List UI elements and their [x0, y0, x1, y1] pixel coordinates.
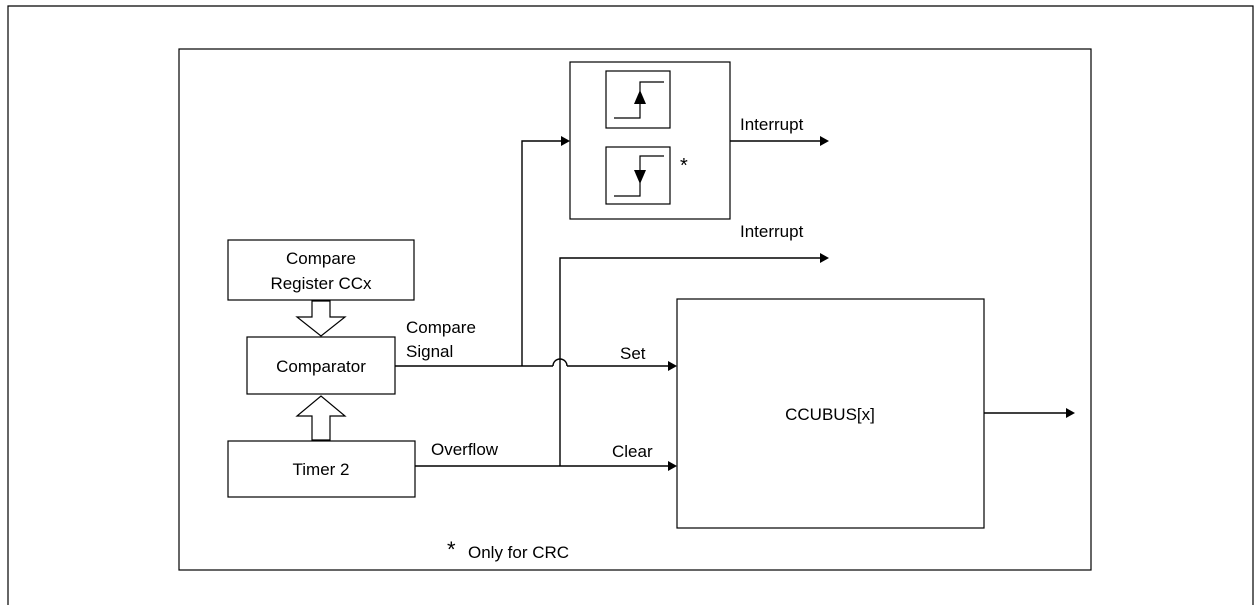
- clear-label: Clear: [612, 442, 653, 461]
- footnote-text: Only for CRC: [468, 543, 569, 562]
- interrupt-mid-arrowhead: [820, 253, 829, 263]
- interrupt-mid-label: Interrupt: [740, 222, 804, 241]
- edge-detector-block: *: [569, 61, 731, 220]
- register-to-comparator-arrow: [295, 300, 347, 337]
- ccubus-block: CCUBUS[x]: [676, 298, 985, 529]
- timer-block: Timer 2: [227, 440, 416, 498]
- falling-edge-arrow-icon: [634, 170, 646, 184]
- clear-arrowhead: [668, 461, 677, 471]
- compare-signal-label-line1: Compare: [406, 318, 476, 337]
- ccubus-label: CCUBUS[x]: [785, 405, 875, 424]
- interrupt-top-arrowhead: [820, 136, 829, 146]
- timer-to-comparator-arrow: [295, 395, 347, 441]
- page-border: [7, 5, 1254, 605]
- compare-register-block: Compare Register CCx: [227, 239, 415, 301]
- comparator-block: Comparator: [246, 336, 396, 395]
- timer-label: Timer 2: [293, 460, 350, 479]
- footnote-marker: *: [447, 537, 456, 562]
- overflow-to-interrupt-line: [559, 257, 820, 466]
- comparator-label: Comparator: [276, 357, 366, 376]
- set-arrowhead: [668, 361, 677, 371]
- falling-edge-note-marker: *: [680, 155, 688, 177]
- compare-to-edge-detector-line: [521, 140, 561, 366]
- interrupt-top-label: Interrupt: [740, 115, 804, 134]
- edge-detector-input-arrowhead: [561, 136, 570, 146]
- set-label: Set: [620, 344, 646, 363]
- rising-edge-arrow-icon: [634, 90, 646, 104]
- compare-register-label-line1: Compare: [286, 249, 356, 268]
- compare-signal-label-line2: Signal: [406, 342, 453, 361]
- compare-register-label-line2: Register CCx: [270, 274, 372, 293]
- ccubus-output-arrowhead: [1066, 408, 1075, 418]
- overflow-label: Overflow: [431, 440, 499, 459]
